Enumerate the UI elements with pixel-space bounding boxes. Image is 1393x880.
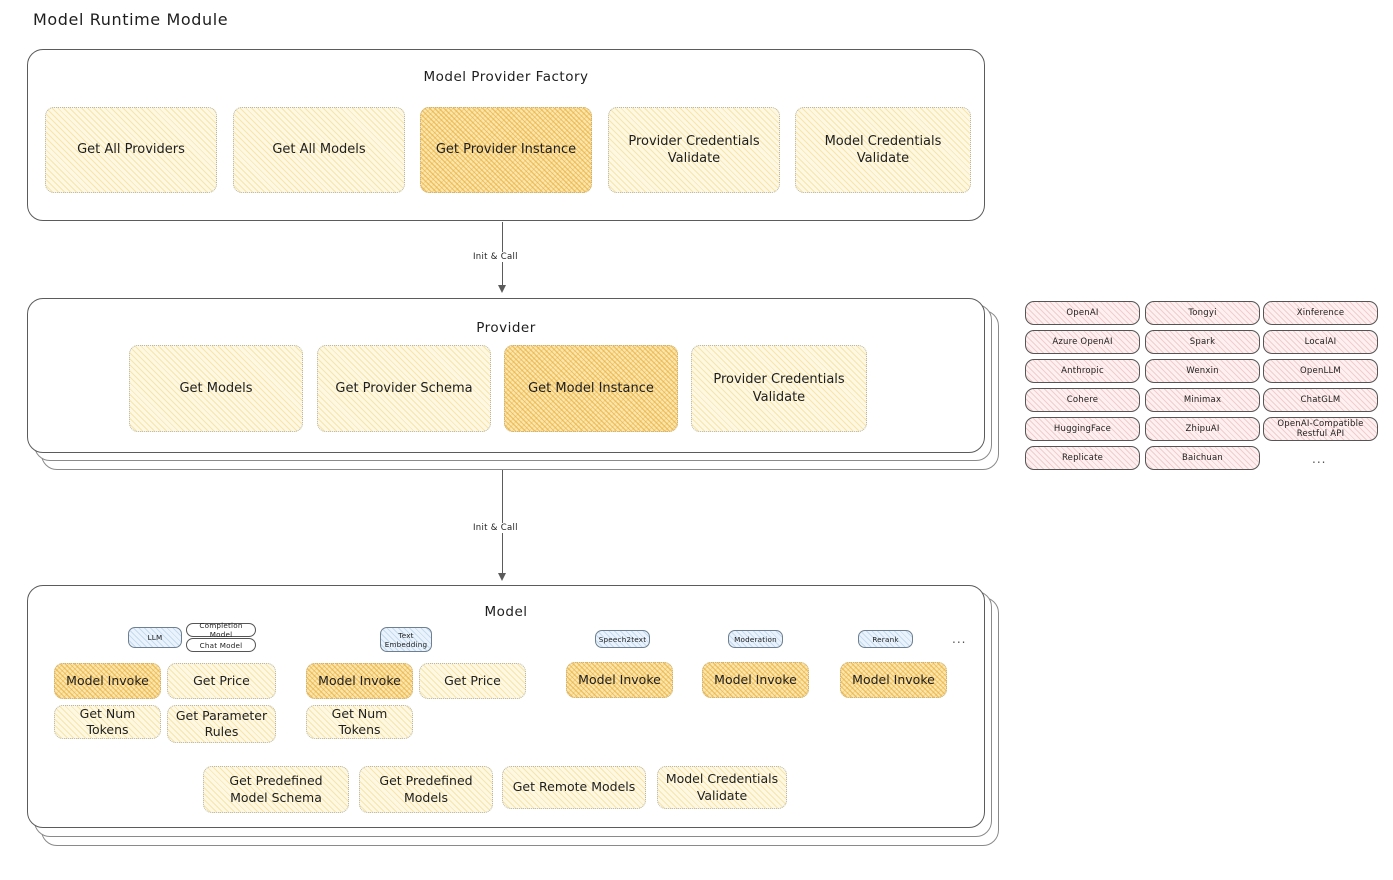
factory-item-get-all-models[interactable]: Get All Models bbox=[233, 107, 405, 193]
llm-method-get-num-tokens[interactable]: Get Num Tokens bbox=[54, 705, 161, 739]
model-badge-chat-model[interactable]: Chat Model bbox=[186, 638, 256, 652]
model-type-chip-rerank[interactable]: Rerank bbox=[858, 630, 913, 648]
provider-pill-zhipuai[interactable]: ZhipuAI bbox=[1145, 417, 1260, 441]
model-common-get-predefined-models[interactable]: Get Predefined Models bbox=[359, 766, 493, 813]
provider-pill-wenxin[interactable]: Wenxin bbox=[1145, 359, 1260, 383]
page-title: Model Runtime Module bbox=[33, 10, 229, 29]
provider-item-get-provider-schema[interactable]: Get Provider Schema bbox=[317, 345, 491, 432]
arrow-label-init-and-call-2: Init & Call bbox=[469, 523, 522, 533]
provider-pill-localai[interactable]: LocalAI bbox=[1263, 330, 1378, 354]
provider-pill-chatglm[interactable]: ChatGLM bbox=[1263, 388, 1378, 412]
model-type-chip-speech2text[interactable]: Speech2text bbox=[595, 630, 650, 648]
provider-pill-baichuan[interactable]: Baichuan bbox=[1145, 446, 1260, 470]
provider-title: Provider bbox=[476, 320, 536, 336]
model-type-chip-llm[interactable]: LLM bbox=[128, 627, 182, 648]
provider-pill-replicate[interactable]: Replicate bbox=[1025, 446, 1140, 470]
provider-pill-spark[interactable]: Spark bbox=[1145, 330, 1260, 354]
llm-method-get-parameter-rules[interactable]: Get Parameter Rules bbox=[167, 705, 276, 743]
speech2text-method-model-invoke[interactable]: Model Invoke bbox=[566, 662, 673, 698]
model-common-model-credentials-validate[interactable]: Model Credentials Validate bbox=[657, 766, 787, 809]
provider-item-get-models[interactable]: Get Models bbox=[129, 345, 303, 432]
moderation-method-model-invoke[interactable]: Model Invoke bbox=[702, 662, 809, 698]
provider-pill-openai[interactable]: OpenAI bbox=[1025, 301, 1140, 325]
factory-item-provider-credentials-validate[interactable]: Provider Credentials Validate bbox=[608, 107, 780, 193]
model-common-get-remote-models[interactable]: Get Remote Models bbox=[502, 766, 646, 809]
rerank-method-model-invoke[interactable]: Model Invoke bbox=[840, 662, 947, 698]
model-types-more: ... bbox=[952, 632, 967, 646]
text-embedding-method-get-num-tokens[interactable]: Get Num Tokens bbox=[306, 705, 413, 739]
provider-pill-anthropic[interactable]: Anthropic bbox=[1025, 359, 1140, 383]
provider-pill-tongyi[interactable]: Tongyi bbox=[1145, 301, 1260, 325]
arrow-label-init-and-call-1: Init & Call bbox=[469, 252, 522, 262]
text-embedding-method-get-price[interactable]: Get Price bbox=[419, 663, 526, 699]
provider-item-provider-credentials-validate[interactable]: Provider Credentials Validate bbox=[691, 345, 867, 432]
model-title: Model bbox=[484, 604, 528, 620]
llm-method-get-price[interactable]: Get Price bbox=[167, 663, 276, 699]
model-type-chip-moderation[interactable]: Moderation bbox=[728, 630, 783, 648]
provider-list-more: ... bbox=[1312, 452, 1327, 466]
provider-item-get-model-instance[interactable]: Get Model Instance bbox=[504, 345, 678, 432]
provider-pill-xinference[interactable]: Xinference bbox=[1263, 301, 1378, 325]
provider-pill-minimax[interactable]: Minimax bbox=[1145, 388, 1260, 412]
provider-pill-cohere[interactable]: Cohere bbox=[1025, 388, 1140, 412]
factory-item-get-provider-instance[interactable]: Get Provider Instance bbox=[420, 107, 592, 193]
provider-pill-azure-openai[interactable]: Azure OpenAI bbox=[1025, 330, 1140, 354]
factory-item-model-credentials-validate[interactable]: Model Credentials Validate bbox=[795, 107, 971, 193]
text-embedding-method-model-invoke[interactable]: Model Invoke bbox=[306, 663, 413, 699]
model-provider-factory-title: Model Provider Factory bbox=[423, 69, 589, 85]
factory-item-get-all-providers[interactable]: Get All Providers bbox=[45, 107, 217, 193]
provider-pill-openai-compatible-restful-api[interactable]: OpenAI-Compatible Restful API bbox=[1263, 417, 1378, 441]
provider-pill-huggingface[interactable]: HuggingFace bbox=[1025, 417, 1140, 441]
model-badge-completion-model[interactable]: Completion Model bbox=[186, 621, 256, 639]
llm-method-model-invoke[interactable]: Model Invoke bbox=[54, 663, 161, 699]
model-type-chip-text-embedding[interactable]: Text Embedding bbox=[380, 627, 432, 652]
provider-pill-openllm[interactable]: OpenLLM bbox=[1263, 359, 1378, 383]
model-common-get-predefined-model-schema[interactable]: Get Predefined Model Schema bbox=[203, 766, 349, 813]
